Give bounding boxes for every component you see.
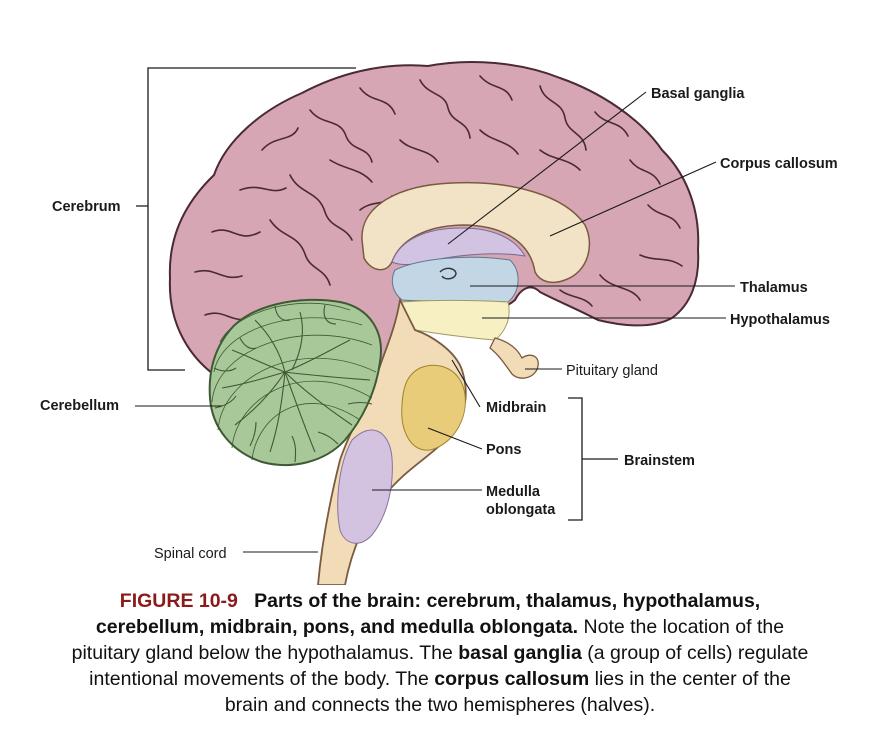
label-cerebellum: Cerebellum: [40, 398, 119, 414]
label-thalamus: Thalamus: [740, 280, 808, 296]
caption-term-corpus-callosum: corpus callosum: [434, 668, 590, 690]
label-hypothalamus: Hypothalamus: [730, 312, 830, 328]
label-midbrain: Midbrain: [486, 400, 546, 416]
label-medulla-line1: Medulla: [486, 484, 541, 500]
medulla-shape: [337, 429, 393, 544]
cerebellum-folia: [211, 302, 377, 461]
thalamus-shape: [391, 256, 519, 303]
caption-text-1: Note the location of the pituitary gland…: [71, 616, 785, 664]
label-pituitary-gland: Pituitary gland: [566, 363, 658, 379]
figure-caption: FIGURE 10-9 Parts of the brain: cerebrum…: [70, 588, 810, 718]
caption-text-2: (a group of cells) regulate intentional …: [89, 642, 809, 690]
label-brainstem: Brainstem: [624, 453, 695, 469]
caption-term-basal-ganglia: basal ganglia: [458, 642, 582, 664]
cerebrum-bracket: [136, 67, 356, 371]
label-spinal-cord: Spinal cord: [154, 546, 227, 562]
cerebellum: [208, 298, 382, 466]
arbor-vitae: [213, 304, 373, 463]
figure-number: FIGURE 10-9: [119, 590, 238, 612]
caption-text-3: lies in the center of the brain and conn…: [224, 668, 791, 716]
brainstem-bracket: [568, 397, 618, 521]
label-cerebrum: Cerebrum: [52, 199, 121, 215]
caption-title: Parts of the brain: cerebrum, thalamus, …: [95, 590, 761, 638]
ventricle-mark: [439, 267, 457, 280]
cerebrum-sulci: [194, 75, 683, 346]
pons-shape: [401, 364, 466, 451]
pituitary-gland-shape: [489, 337, 539, 379]
label-corpus-callosum: Corpus callosum: [720, 156, 838, 172]
label-medulla-line2: oblongata: [486, 502, 556, 518]
leader-lines: [135, 91, 735, 553]
label-pons: Pons: [486, 442, 521, 458]
label-basal-ganglia: Basal ganglia: [651, 86, 745, 102]
brain-diagram: Cerebrum Cerebellum Basal ganglia Corpus…: [40, 61, 838, 585]
